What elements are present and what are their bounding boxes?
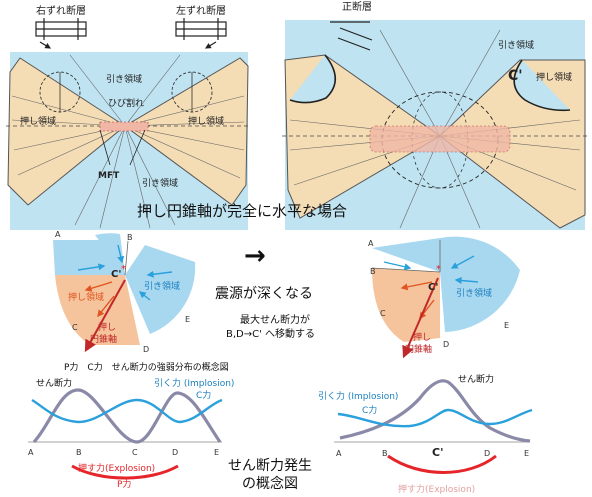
mr-label-d: D bbox=[443, 340, 449, 349]
ml-tension-lower bbox=[53, 240, 125, 275]
bl-shear-label: せん断力 bbox=[36, 377, 72, 389]
ml-label-c: C bbox=[72, 323, 78, 332]
tl-fault-right-label: 左ずれ断層 bbox=[176, 4, 226, 17]
ml-label-d: D bbox=[143, 345, 149, 354]
ml-axis-line1: 押し bbox=[98, 321, 116, 333]
bottom-right-graph: 引く力 (Implosion) C力 せん断力 A B C' D E 押す力(E… bbox=[318, 373, 533, 495]
shift-line2: B,D→C' へ移動する bbox=[226, 327, 315, 340]
br-shear-curve bbox=[339, 379, 531, 443]
br-c-force-label: C力 bbox=[362, 404, 377, 416]
mr-label-c: C bbox=[380, 309, 386, 318]
mr-axis-line2: 円錐軸 bbox=[405, 343, 432, 355]
bl-c-force-label: C力 bbox=[196, 389, 211, 401]
mr-tension-label: 引き領域 bbox=[456, 287, 492, 299]
mr-label-e: E bbox=[504, 321, 509, 330]
mr-tension-sector bbox=[372, 236, 520, 332]
svg-text:*: * bbox=[436, 264, 441, 275]
bottom-center-line2: の概念図 bbox=[242, 475, 298, 492]
bl-tick-b: B bbox=[76, 448, 82, 457]
tl-fault-left-label: 右ずれ断層 bbox=[36, 4, 86, 17]
bl-pull-curve bbox=[31, 398, 223, 424]
ml-label-a: A bbox=[55, 230, 61, 239]
tl-push-label: 押し領域 bbox=[20, 115, 56, 127]
br-pull-label: 引く力 (Implosion) bbox=[318, 390, 398, 402]
bl-push-curve bbox=[71, 464, 179, 480]
br-tick-d: D bbox=[484, 449, 490, 458]
br-tick-e: E bbox=[524, 449, 529, 458]
bottom-heading: P力 C力 せん断力の強弱分布の概念図 bbox=[64, 361, 229, 373]
tr-fault-top-label: 正断層 bbox=[342, 0, 372, 13]
ml-label-c-prime: C' bbox=[111, 269, 121, 280]
mid-right-sector: * A B C' C D E 引き領域 押し 円錐軸 bbox=[368, 236, 520, 359]
br-push-label: 押す力(Explosion) bbox=[398, 483, 475, 495]
bl-push-label: 押す力(Explosion) bbox=[78, 462, 155, 474]
bl-pull-label: 引く力 (Implosion) bbox=[154, 377, 234, 389]
ml-label-b: B bbox=[127, 233, 133, 242]
mid-left-sector: * A B C' C D E 押し領域 引き領域 押し 円錐軸 bbox=[53, 230, 196, 354]
bottom-left-graph: せん断力 引く力 (Implosion) C力 A B C D E 押す力(Ex… bbox=[28, 377, 234, 490]
svg-text:*: * bbox=[121, 264, 126, 275]
tr-push-label: 押し領域 bbox=[536, 71, 572, 83]
tl-mft-label: MFT bbox=[98, 171, 120, 181]
mr-label-a: A bbox=[368, 239, 374, 248]
top-right-block: 正断層 引き領域 C' 押し領域 bbox=[282, 0, 590, 230]
ml-right-sector bbox=[125, 245, 196, 334]
shift-line1: 最大せん断力が bbox=[240, 313, 310, 326]
tl-push-label-right: 押し領域 bbox=[188, 115, 224, 127]
mr-label-c-prime: C' bbox=[428, 282, 438, 293]
br-tick-a: A bbox=[336, 449, 342, 458]
bl-tick-e: E bbox=[214, 448, 219, 457]
ml-axis-line2: 円錐軸 bbox=[90, 333, 117, 345]
bl-tick-a: A bbox=[28, 448, 34, 457]
bl-shear-curve bbox=[32, 388, 222, 444]
bl-tick-c: C bbox=[132, 448, 138, 457]
bl-tick-d: D bbox=[172, 448, 178, 457]
br-pull-curve bbox=[337, 408, 533, 428]
tr-tension-label: 引き領域 bbox=[498, 39, 534, 51]
deeper-label: 震源が深くなる bbox=[215, 286, 313, 302]
br-shear-label: せん断力 bbox=[458, 373, 494, 385]
ml-tension-label: 引き領域 bbox=[144, 280, 180, 292]
mr-push-sector bbox=[372, 268, 440, 342]
br-tick-b: B bbox=[382, 449, 388, 458]
bottom-center-line1: せん断力発生 bbox=[228, 458, 312, 474]
transition-arrow: → bbox=[244, 241, 266, 271]
tl-right-cone bbox=[124, 57, 249, 206]
br-tick-c-prime: C' bbox=[432, 446, 443, 459]
mr-label-b: B bbox=[370, 267, 376, 276]
ml-label-e: E bbox=[185, 315, 190, 324]
ml-push-label: 押し領域 bbox=[68, 291, 104, 303]
tl-tension-top-label: 引き領域 bbox=[106, 73, 142, 85]
mr-axis-line1: 押し bbox=[413, 331, 431, 343]
tl-tension-bottom-label: 引き領域 bbox=[142, 177, 178, 189]
br-push-curve bbox=[387, 454, 497, 474]
tr-c-prime-label: C' bbox=[508, 68, 523, 84]
top-left-block: 右ずれ断層 左ずれ断層 引き領域 ひび割れ 押し領域 押し領域 MFT 引き領域 bbox=[6, 4, 250, 230]
bl-p-force-label: P力 bbox=[117, 478, 131, 490]
tl-crack-label: ひび割れ bbox=[108, 97, 144, 109]
caption-top: 押し円錐軸が完全に水平な場合 bbox=[137, 202, 347, 220]
tl-left-cone bbox=[7, 57, 126, 206]
